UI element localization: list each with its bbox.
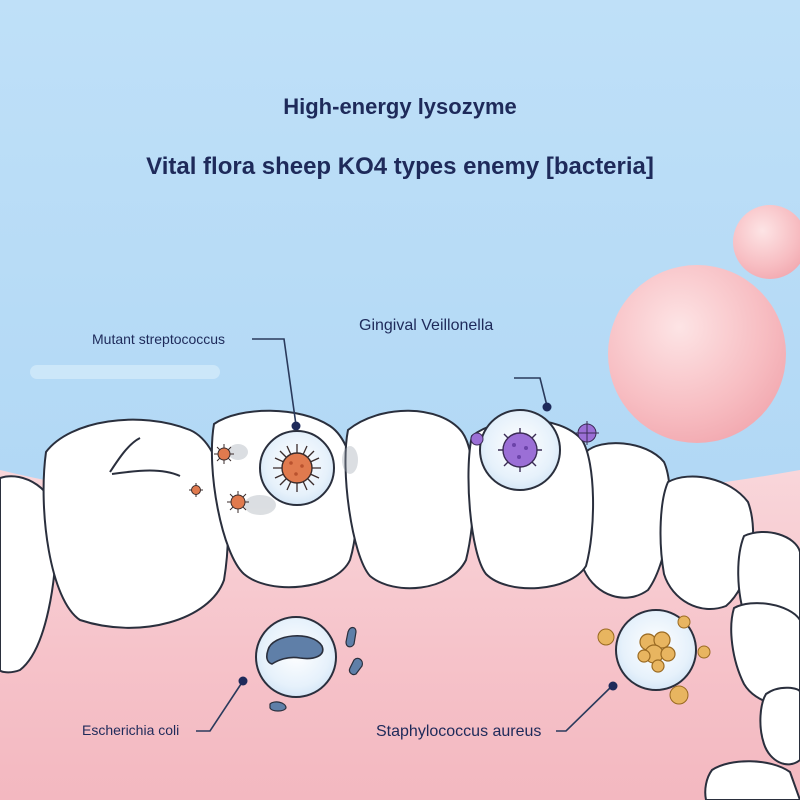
label-escherichia-coli: Escherichia coli — [82, 722, 180, 738]
streptococcus-cell — [259, 430, 335, 506]
leader-dots — [238, 402, 618, 691]
ecoli-small — [269, 626, 363, 712]
canine — [344, 409, 475, 590]
molar-fissure — [109, 437, 181, 477]
leader-staphylococcus-aureus — [556, 685, 613, 732]
label-gingival-veillonella: Gingival Veillonella — [359, 317, 494, 334]
leader-escherichia-coli — [196, 680, 244, 732]
page-title: High-energy lysozyme — [283, 94, 517, 119]
plaque-spots — [228, 444, 358, 515]
page-subtitle: Vital flora sheep KO4 types enemy [bacte… — [146, 153, 654, 180]
bubble-large — [608, 265, 786, 443]
teeth-right — [577, 442, 800, 800]
tooth-left-edge — [0, 475, 58, 674]
tooth — [659, 475, 755, 611]
light-streak — [30, 365, 220, 379]
veillonella-small — [470, 421, 599, 446]
molar — [42, 418, 229, 629]
staph-cell — [615, 609, 697, 691]
label-mutant-streptococcus: Mutant streptococcus — [92, 331, 226, 347]
bubble-small — [733, 205, 800, 279]
tooth — [704, 760, 800, 800]
leader-gingival-veillonella — [514, 377, 548, 407]
tooth — [759, 686, 800, 766]
leader-mutant-streptococcus — [252, 338, 297, 426]
label-staphylococcus-aureus: Staphylococcus aureus — [376, 723, 542, 740]
ecoli-cell — [255, 616, 337, 698]
streptococcus-small — [189, 444, 249, 513]
leader-lines — [196, 338, 613, 732]
staph-small — [597, 615, 711, 705]
veillonella-cell — [479, 409, 561, 491]
